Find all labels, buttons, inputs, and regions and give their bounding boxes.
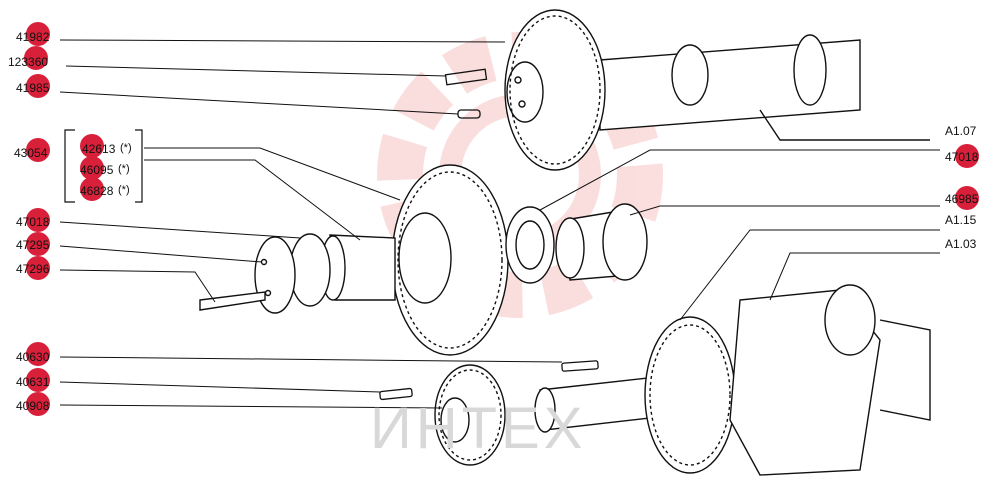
- part-code[interactable]: A1.07: [945, 124, 977, 138]
- part-code[interactable]: 40630: [16, 350, 50, 364]
- part-code[interactable]: 47018: [16, 215, 50, 229]
- part-badge[interactable]: [26, 342, 50, 366]
- part-code[interactable]: 40908: [16, 399, 50, 413]
- intermediate-gear: [320, 164, 509, 356]
- part-code[interactable]: 123360: [8, 55, 49, 69]
- part-code[interactable]: 42613: [82, 142, 116, 156]
- part-badge[interactable]: [26, 392, 50, 416]
- crankshaft: [534, 284, 931, 476]
- part-code[interactable]: 47295: [16, 238, 50, 252]
- part-code[interactable]: A1.03: [945, 237, 977, 251]
- cam-gear: [504, 9, 606, 171]
- part-badge[interactable]: [26, 208, 50, 232]
- crank-gear: [434, 364, 506, 466]
- part-code[interactable]: A1.15: [945, 213, 977, 227]
- part-code[interactable]: 40631: [16, 375, 50, 389]
- keys: [379, 360, 599, 401]
- part-code[interactable]: 46828: [80, 184, 114, 198]
- part-badge[interactable]: [26, 368, 50, 392]
- leader-lines: [59, 39, 940, 409]
- part-badge[interactable]: [80, 134, 104, 158]
- part-badge[interactable]: [24, 46, 48, 70]
- part-badge[interactable]: [26, 138, 50, 162]
- part-code[interactable]: 41982: [16, 30, 50, 44]
- part-badge[interactable]: [80, 177, 104, 201]
- part-badge[interactable]: [955, 186, 979, 210]
- variant-marker: (*): [118, 184, 130, 196]
- bushing-right: [505, 203, 648, 284]
- part-badge[interactable]: [955, 144, 979, 168]
- variant-marker: (*): [118, 163, 130, 175]
- part-code[interactable]: 41985: [16, 81, 50, 95]
- variant-bracket: [64, 129, 143, 203]
- part-badge[interactable]: [26, 74, 50, 98]
- variant-marker: (*): [120, 142, 132, 154]
- part-badge[interactable]: [26, 232, 50, 256]
- part-code[interactable]: 47296: [16, 262, 50, 276]
- part-code[interactable]: 46985: [945, 192, 979, 206]
- part-code[interactable]: 46095: [80, 163, 114, 177]
- part-code[interactable]: 43054: [14, 146, 48, 160]
- camshaft: [599, 34, 930, 141]
- part-badge[interactable]: [26, 256, 50, 280]
- part-code[interactable]: 47018: [945, 150, 979, 164]
- part-badge[interactable]: [26, 22, 50, 46]
- thrust-plate: [199, 233, 331, 314]
- part-badge[interactable]: [80, 156, 104, 180]
- watermark: ИНТЕХ: [370, 396, 587, 461]
